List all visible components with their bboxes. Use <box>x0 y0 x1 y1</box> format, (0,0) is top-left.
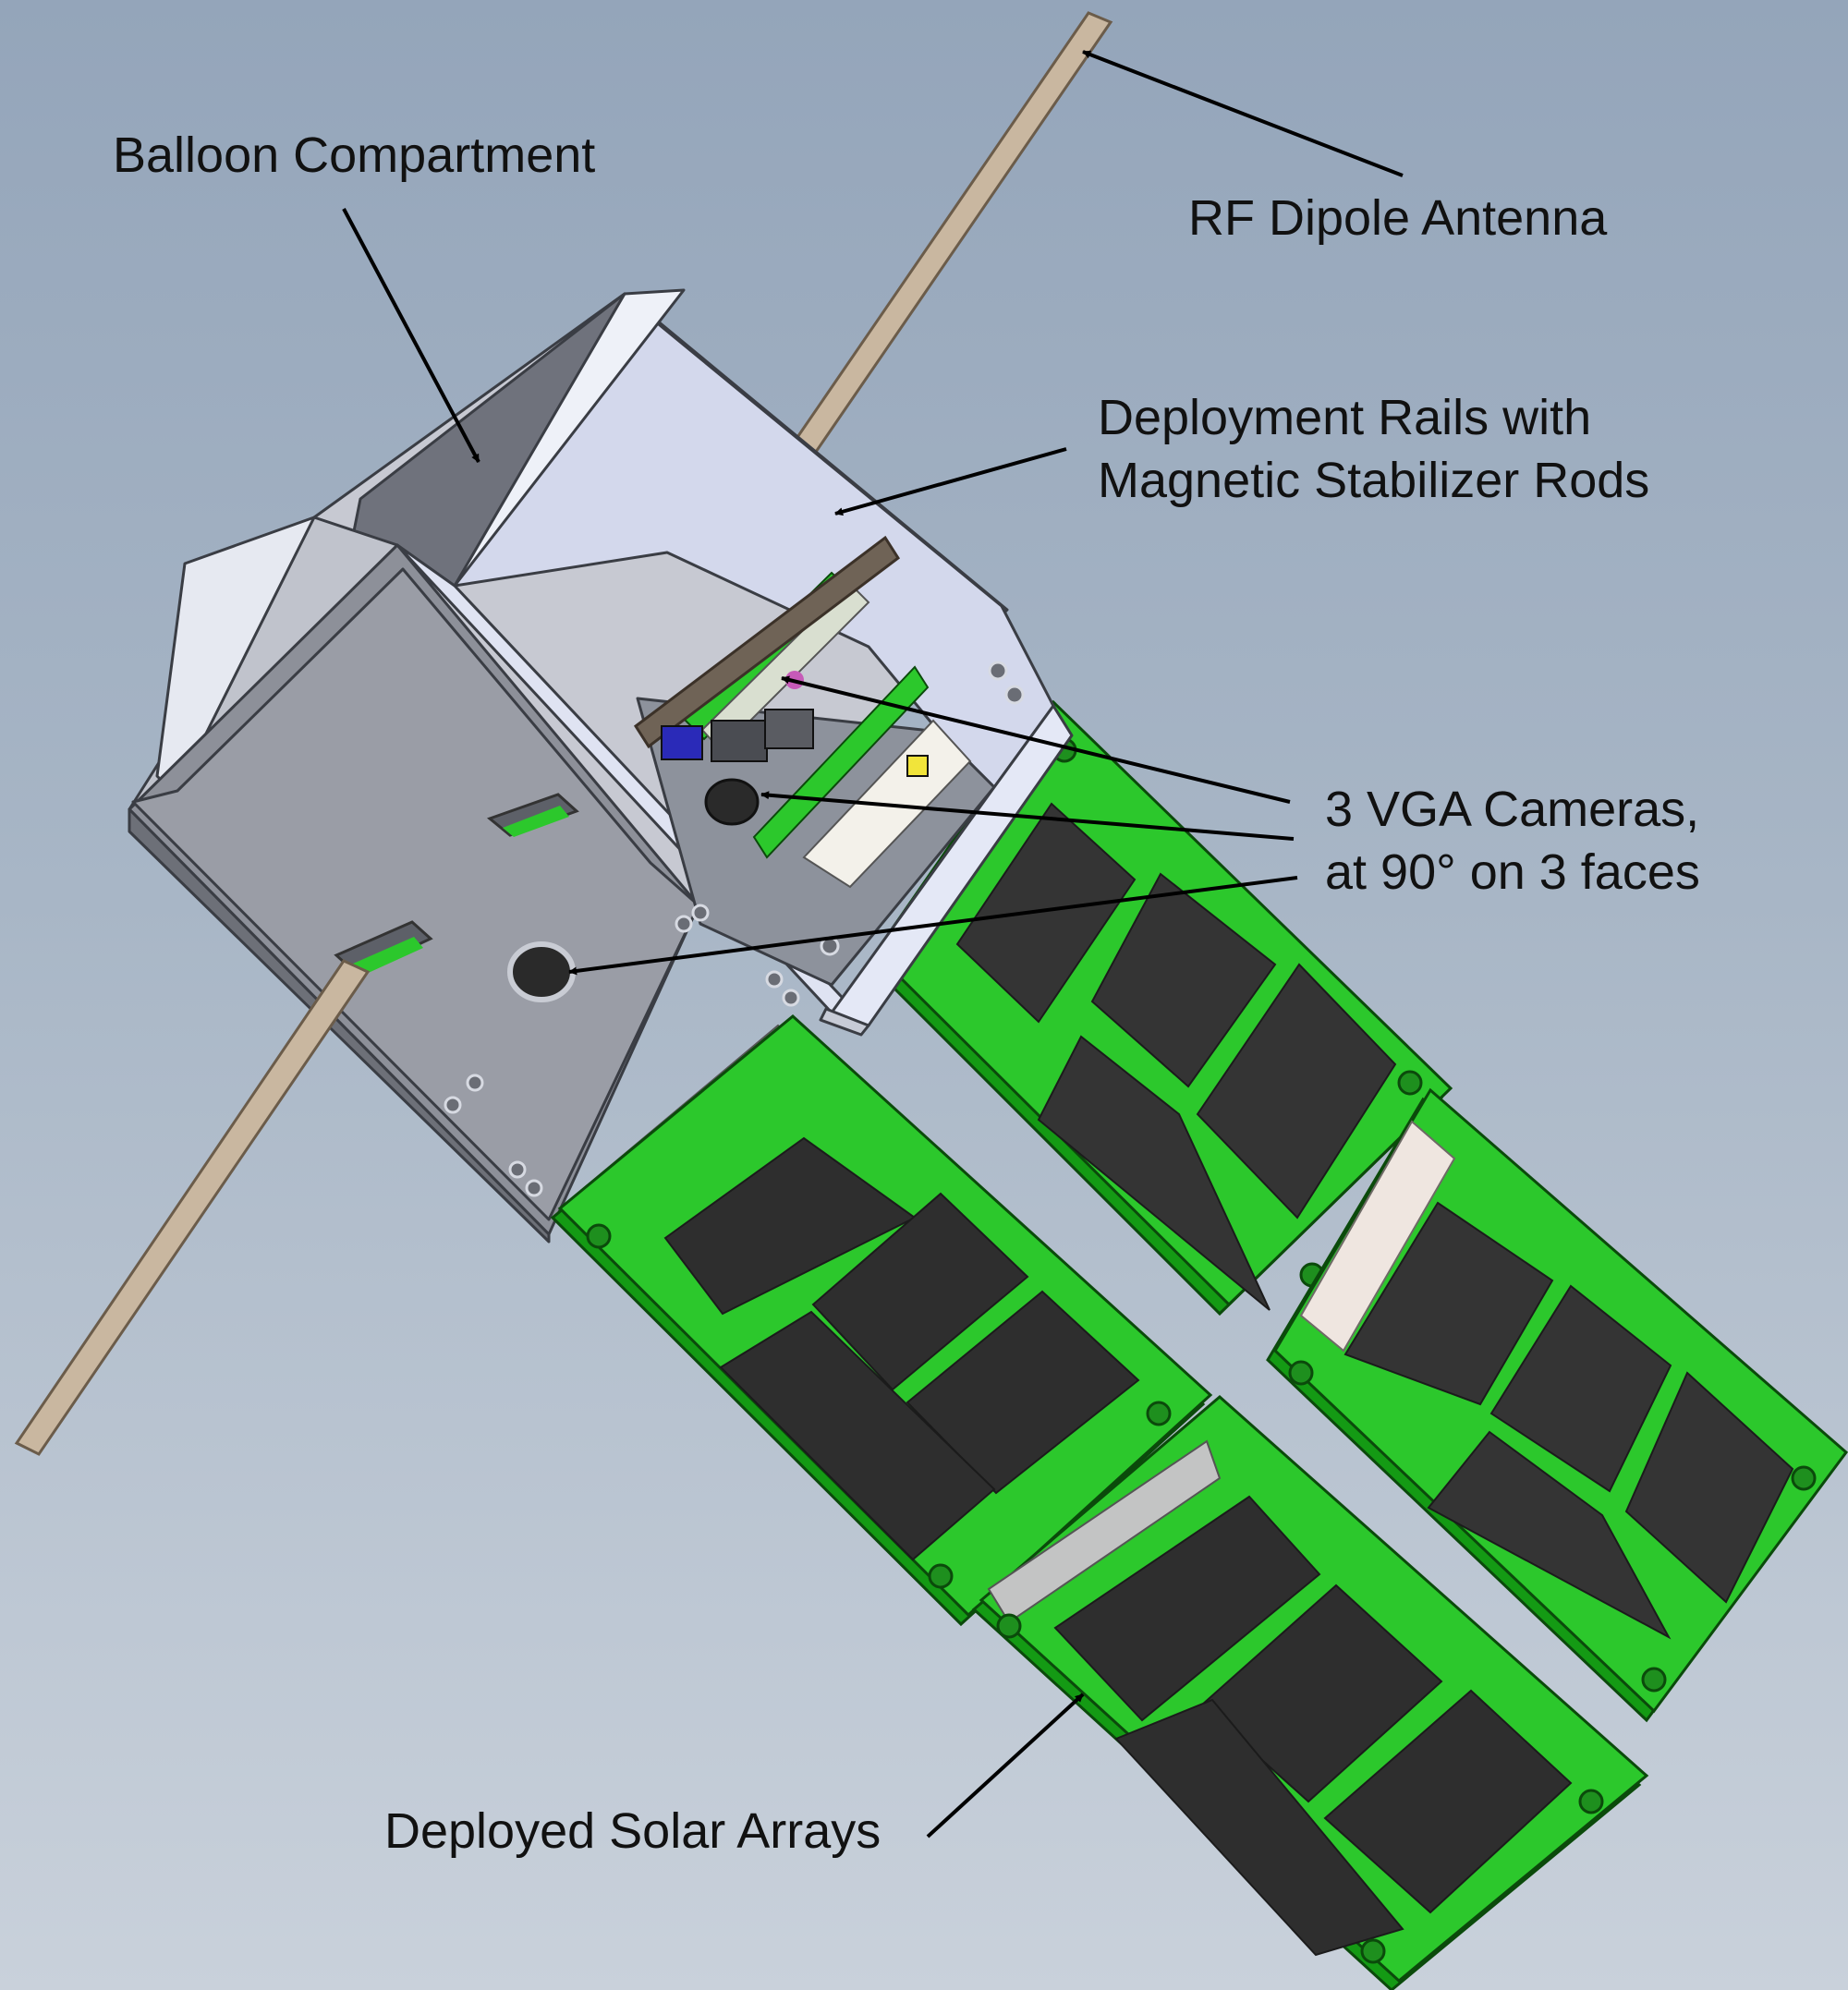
label-cameras-line-2: at 90° on 3 faces <box>1325 844 1700 900</box>
antenna-upper-element <box>779 11 1113 471</box>
antenna-lower-element <box>14 959 371 1456</box>
bus-side-face <box>128 543 700 1244</box>
solar-panel-left-upper <box>550 1014 1213 1627</box>
label-deployed-solar-arrays: Deployed Solar Arrays <box>384 1803 881 1859</box>
solar-array-right-wing <box>867 699 1848 1723</box>
label-rails-line-2: Magnetic Stabilizer Rods <box>1098 453 1649 508</box>
camera-lens-side <box>507 941 576 1002</box>
solar-panel-right-lower <box>1266 1087 1848 1723</box>
label-balloon-line-1: Balloon Compartment <box>113 127 595 183</box>
label-rf-dipole-antenna: RF Dipole Antenna <box>1188 190 1608 246</box>
bus-slot-upper <box>486 793 579 837</box>
leader-antenna <box>1082 50 1404 177</box>
solar-panel-right-upper <box>867 699 1453 1317</box>
label-vga-cameras: 3 VGA Cameras, at 90° on 3 faces <box>1325 782 1713 900</box>
leader-solar <box>926 1693 1085 1838</box>
electronics-bay <box>633 535 996 987</box>
label-antenna-line-1: RF Dipole Antenna <box>1188 190 1608 246</box>
leader-camera-top <box>781 675 1291 804</box>
leader-balloon <box>342 208 480 463</box>
cubesat-bus <box>128 288 1074 1244</box>
solar-panel-left-lower <box>971 1395 1649 1990</box>
leader-camera-side <box>568 876 1298 976</box>
bus-mount-holes <box>444 661 1025 1197</box>
deployment-rail-right <box>819 704 1074 1037</box>
leader-rails <box>834 447 1067 516</box>
camera-lens-inner <box>704 778 760 826</box>
solar-array-left-wing <box>550 1014 1649 1990</box>
label-rails-line-1: Deployment Rails with <box>1098 390 1591 445</box>
label-cameras-line-1: 3 VGA Cameras, <box>1325 782 1699 837</box>
label-deployment-rails: Deployment Rails with Magnetic Stabilize… <box>1098 390 1649 508</box>
label-balloon-compartment: Balloon Compartment <box>113 127 595 183</box>
label-solar-line-1: Deployed Solar Arrays <box>384 1803 881 1859</box>
leader-camera-inner <box>760 791 1295 841</box>
